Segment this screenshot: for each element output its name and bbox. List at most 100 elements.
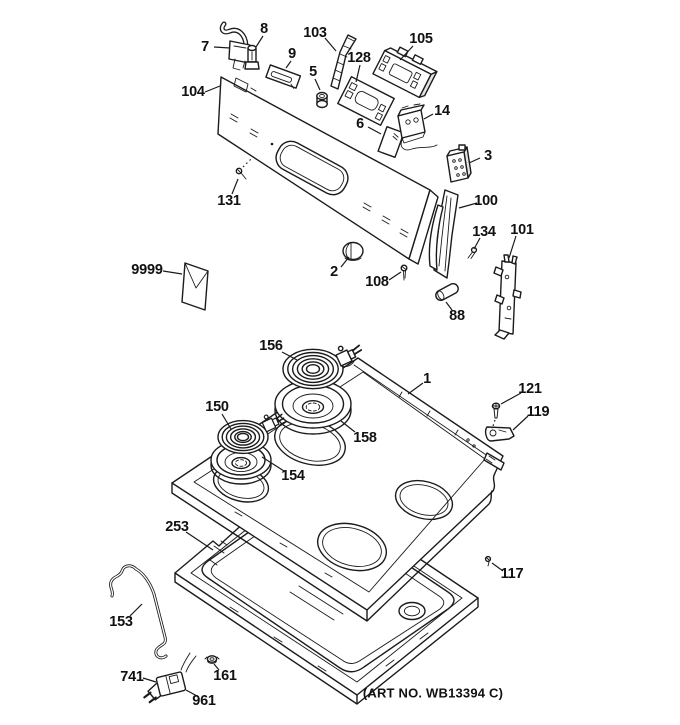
- leader-100: [458, 202, 478, 209]
- leader-128: [355, 64, 361, 83]
- callout-121: 121: [518, 381, 542, 397]
- leader-103: [324, 37, 337, 52]
- clock-control-105: [372, 46, 438, 99]
- callout-131: 131: [217, 193, 241, 209]
- callout-88: 88: [449, 308, 465, 324]
- screw-117: [484, 555, 492, 567]
- leader-161: [213, 663, 220, 671]
- leader-3: [468, 157, 481, 164]
- leader-150: [221, 413, 232, 430]
- leader-9999: [162, 270, 183, 275]
- leader-6: [367, 126, 382, 135]
- leader-9: [285, 60, 292, 69]
- callout-100: 100: [474, 193, 498, 209]
- leader-121: [500, 392, 522, 405]
- callout-3: 3: [484, 148, 492, 164]
- leader-108: [388, 271, 402, 281]
- overlay-128: [337, 76, 395, 126]
- callout-134: 134: [472, 224, 496, 240]
- dotted-link-1: [491, 419, 496, 430]
- callout-14: 14: [434, 103, 450, 119]
- callout-108: 108: [365, 274, 389, 290]
- bracket-119: [484, 426, 515, 442]
- screw-131: [235, 167, 247, 180]
- leader-1: [407, 382, 424, 395]
- callout-253: 253: [165, 519, 189, 535]
- screw-108: [400, 264, 408, 281]
- callout-103: 103: [303, 25, 327, 41]
- literature-envelope: [181, 262, 209, 311]
- switch-3: [446, 144, 472, 183]
- screw-121: [491, 402, 501, 419]
- surface-element-large: [282, 344, 363, 390]
- callout-9: 9: [288, 46, 296, 62]
- callout-2: 2: [330, 264, 338, 280]
- leader-156: [281, 351, 298, 361]
- leader-253: [185, 531, 214, 551]
- leader-88: [445, 301, 453, 311]
- leader-134: [473, 237, 481, 250]
- leader-14: [423, 113, 434, 120]
- maintop: [171, 357, 505, 622]
- leader-154: [261, 456, 285, 472]
- leader-741: [142, 677, 157, 683]
- leader-117: [491, 562, 504, 572]
- bracket-101: [493, 254, 522, 340]
- callout-741: 741: [120, 669, 144, 685]
- callout-6: 6: [356, 116, 364, 132]
- leader-lines: [129, 35, 529, 697]
- leader-961: [185, 689, 198, 697]
- leader-8: [255, 35, 264, 48]
- leader-153: [129, 603, 143, 617]
- element-terminal: [261, 413, 285, 433]
- screw-134: [467, 246, 478, 259]
- bracket-103: [330, 34, 357, 90]
- overlay-strip-9: [265, 64, 302, 89]
- card-6: [377, 126, 405, 158]
- leader-2: [340, 256, 350, 268]
- element-terminal: [335, 344, 363, 368]
- callout-156: 156: [259, 338, 283, 354]
- callout-153: 153: [109, 614, 133, 630]
- callout-9999: 9999: [131, 262, 163, 278]
- burner-opening-right-rear: [394, 479, 454, 521]
- leader-158: [340, 420, 356, 433]
- control-knob: [342, 241, 364, 261]
- callout-117: 117: [500, 566, 524, 582]
- callout-7: 7: [201, 39, 209, 55]
- wing-nut: [204, 655, 220, 664]
- wire-harness: [109, 564, 168, 660]
- switch-14: [397, 103, 438, 151]
- callout-150: 150: [205, 399, 229, 415]
- leader-5: [314, 78, 321, 91]
- leader-7: [213, 46, 231, 49]
- leader-104: [204, 85, 221, 93]
- callout-961: 961: [192, 693, 216, 709]
- standoff-5: [316, 91, 328, 109]
- callout-101: 101: [510, 222, 534, 238]
- callout-1: 1: [423, 371, 431, 387]
- callout-154: 154: [281, 468, 305, 484]
- spacer-8: [244, 44, 260, 70]
- sensor-bracket-7: [219, 21, 251, 71]
- control-panel: [217, 76, 439, 265]
- callout-128: 128: [347, 50, 371, 66]
- burner-opening-right-front: [316, 522, 388, 572]
- dotted-link-0: [242, 156, 254, 168]
- leader-131: [231, 178, 239, 195]
- callout-158: 158: [353, 430, 377, 446]
- callout-105: 105: [409, 31, 433, 47]
- callout-8: 8: [260, 21, 268, 37]
- callout-104: 104: [181, 84, 205, 100]
- callout-161: 161: [213, 668, 237, 684]
- leader-101: [508, 235, 517, 259]
- end-trim-100: [428, 189, 459, 279]
- leader-119: [512, 415, 529, 431]
- callout-119: 119: [526, 404, 550, 420]
- igniter-switch: [143, 652, 197, 704]
- callout-5: 5: [309, 64, 317, 80]
- drip-bowl-large: [274, 379, 352, 435]
- roller-88: [435, 283, 459, 301]
